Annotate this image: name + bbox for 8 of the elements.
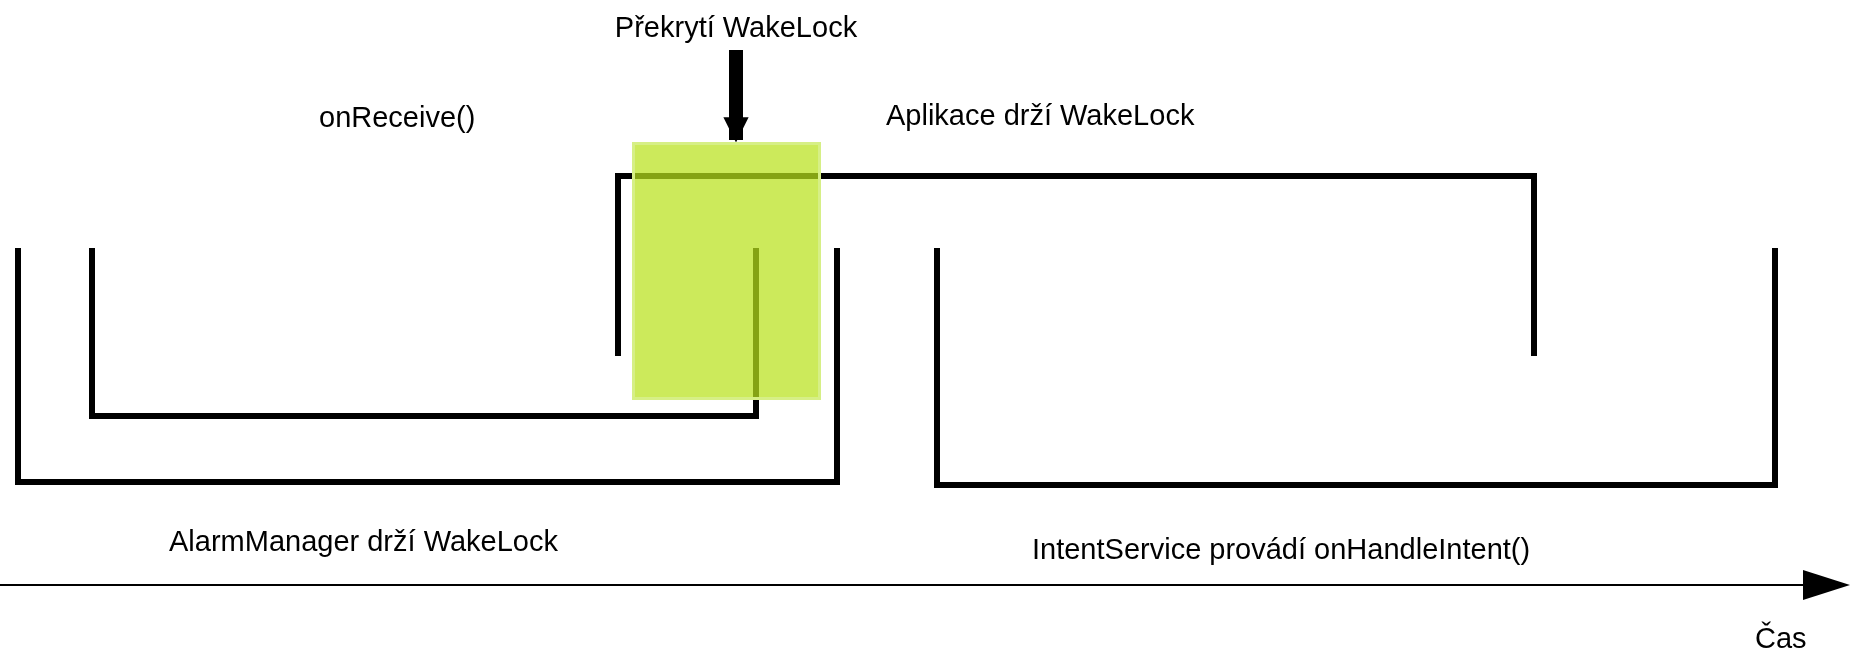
axis-label: Čas: [1755, 621, 1807, 655]
phase-label: Aplikace drží WakeLock: [886, 98, 1195, 132]
phase-label: AlarmManager drží WakeLock: [169, 524, 558, 558]
annotation-label: Překrytí WakeLock: [614, 10, 858, 44]
overlap-highlight: [632, 142, 821, 400]
phase-label: onReceive(): [319, 100, 476, 134]
arrow: [723, 50, 749, 143]
phase-label: IntentService provádí onHandleIntent(): [1032, 532, 1531, 566]
